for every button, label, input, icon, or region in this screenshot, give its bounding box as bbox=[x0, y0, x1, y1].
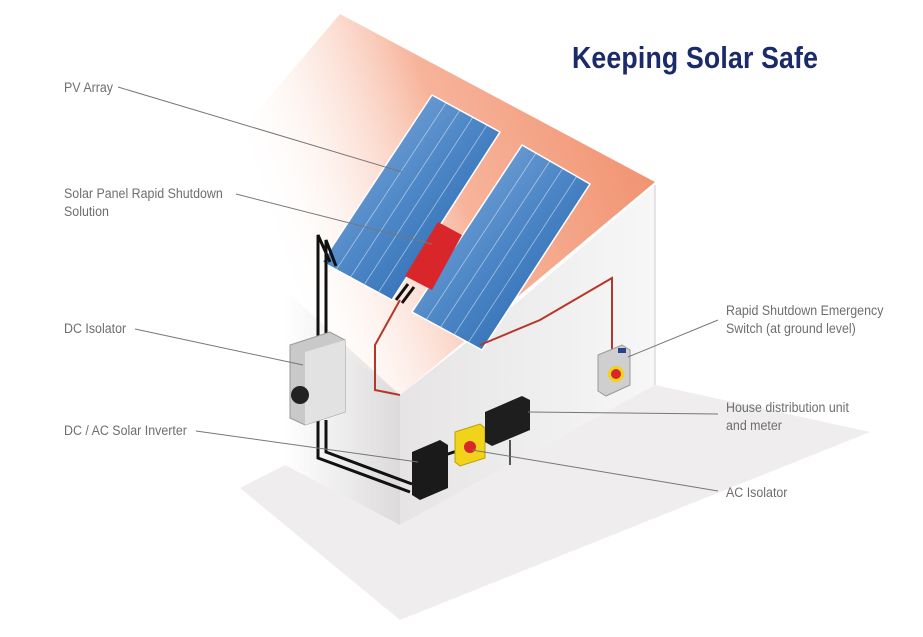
rapid-shutdown-device bbox=[405, 222, 462, 290]
leader-lines bbox=[117, 86, 719, 492]
label-distribution-2: and meter bbox=[726, 418, 782, 433]
label-emergency-switch-2: Switch (at ground level) bbox=[726, 321, 856, 336]
emergency-switch bbox=[597, 344, 631, 397]
dc-isolator bbox=[289, 331, 346, 426]
ac-isolator bbox=[454, 423, 486, 467]
label-rapid-shutdown-1: Solar Panel Rapid Shutdown bbox=[64, 186, 223, 201]
label-ac-isolator: AC Isolator bbox=[726, 485, 788, 500]
pv-array bbox=[320, 94, 592, 351]
label-distribution-1: House distribution unit bbox=[726, 400, 849, 415]
label-dc-isolator: DC Isolator bbox=[64, 321, 127, 336]
label-pv-array: PV Array bbox=[64, 80, 114, 95]
distribution-unit bbox=[485, 396, 530, 446]
ground bbox=[240, 385, 870, 620]
page-title: Keeping Solar Safe bbox=[572, 40, 819, 75]
label-inverter: DC / AC Solar Inverter bbox=[64, 423, 187, 438]
label-emergency-switch-1: Rapid Shutdown Emergency bbox=[726, 303, 884, 318]
label-rapid-shutdown-2: Solution bbox=[64, 204, 109, 219]
inverter bbox=[412, 440, 448, 500]
